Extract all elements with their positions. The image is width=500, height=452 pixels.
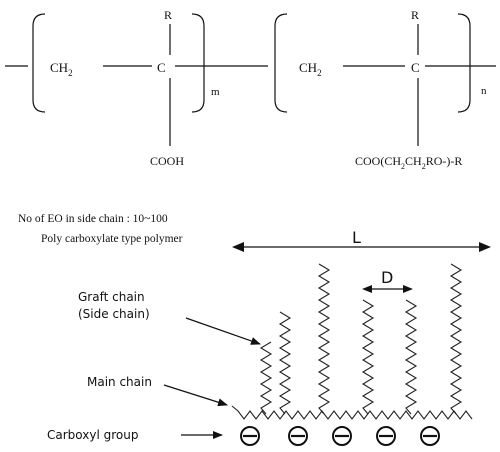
side-chain-3 [361, 299, 375, 415]
ester-side-group: COO(CH2CH2RO-)-R [355, 154, 462, 171]
side-chain-6 [259, 341, 273, 415]
side-chain-label: (Side chain) [78, 307, 150, 321]
side-chains [259, 263, 463, 415]
eo-count-note: No of EO in side chain : 10~100 [18, 213, 168, 225]
center-carbon-2: C [411, 60, 420, 75]
bracket-left-2 [274, 13, 288, 113]
repeat-n: n [481, 85, 487, 97]
main-chain-zigzag [231, 405, 473, 420]
side-chain-5 [449, 263, 463, 415]
carboxyl-group-label: Carboxyl group [47, 428, 138, 442]
backbone-ch2-2: CH2 [299, 60, 322, 78]
bracket-left-1 [32, 13, 46, 113]
cooh-group: COOH [150, 154, 184, 168]
formula-unit-2: CH2 C R COO(CH2CH2RO-)-R n [212, 8, 496, 171]
length-arrow-right [479, 242, 491, 252]
length-label: L [352, 228, 361, 247]
r-group-1: R [164, 8, 172, 22]
carboxyl-symbol-1 [240, 426, 260, 446]
carboxyl-symbol-2 [288, 426, 308, 446]
backbone-ch2-1: CH2 [50, 60, 73, 78]
polymer-type-note: Poly carboxylate type polymer [41, 233, 183, 245]
carboxyl-groups [240, 426, 440, 446]
spacing-arrow-left [362, 285, 372, 293]
side-chain-1 [278, 311, 292, 415]
side-chain-2 [317, 263, 331, 415]
graft-chain-arrow [185, 317, 261, 345]
repeat-m: m [211, 86, 220, 98]
bracket-right-1 [191, 13, 205, 113]
bracket-right-2 [457, 13, 471, 113]
carboxyl-symbol-5 [420, 426, 440, 446]
r-group-2: R [411, 8, 419, 22]
carboxyl-symbol-4 [376, 426, 396, 446]
carboxyl-symbol-3 [332, 426, 352, 446]
spacing-dimension: D [362, 268, 413, 293]
main-chain-arrow [163, 384, 228, 407]
length-dimension: L [232, 228, 491, 252]
spacing-arrow-right [403, 285, 413, 293]
center-carbon-1: C [157, 60, 166, 75]
side-chain-4 [404, 299, 418, 415]
formula-unit-1: CH2 C R COOH m [5, 8, 220, 168]
spacing-label: D [381, 268, 393, 287]
main-chain-label: Main chain [87, 375, 152, 389]
graft-chain-label: Graft chain [78, 290, 145, 304]
length-arrow-left [232, 242, 244, 252]
